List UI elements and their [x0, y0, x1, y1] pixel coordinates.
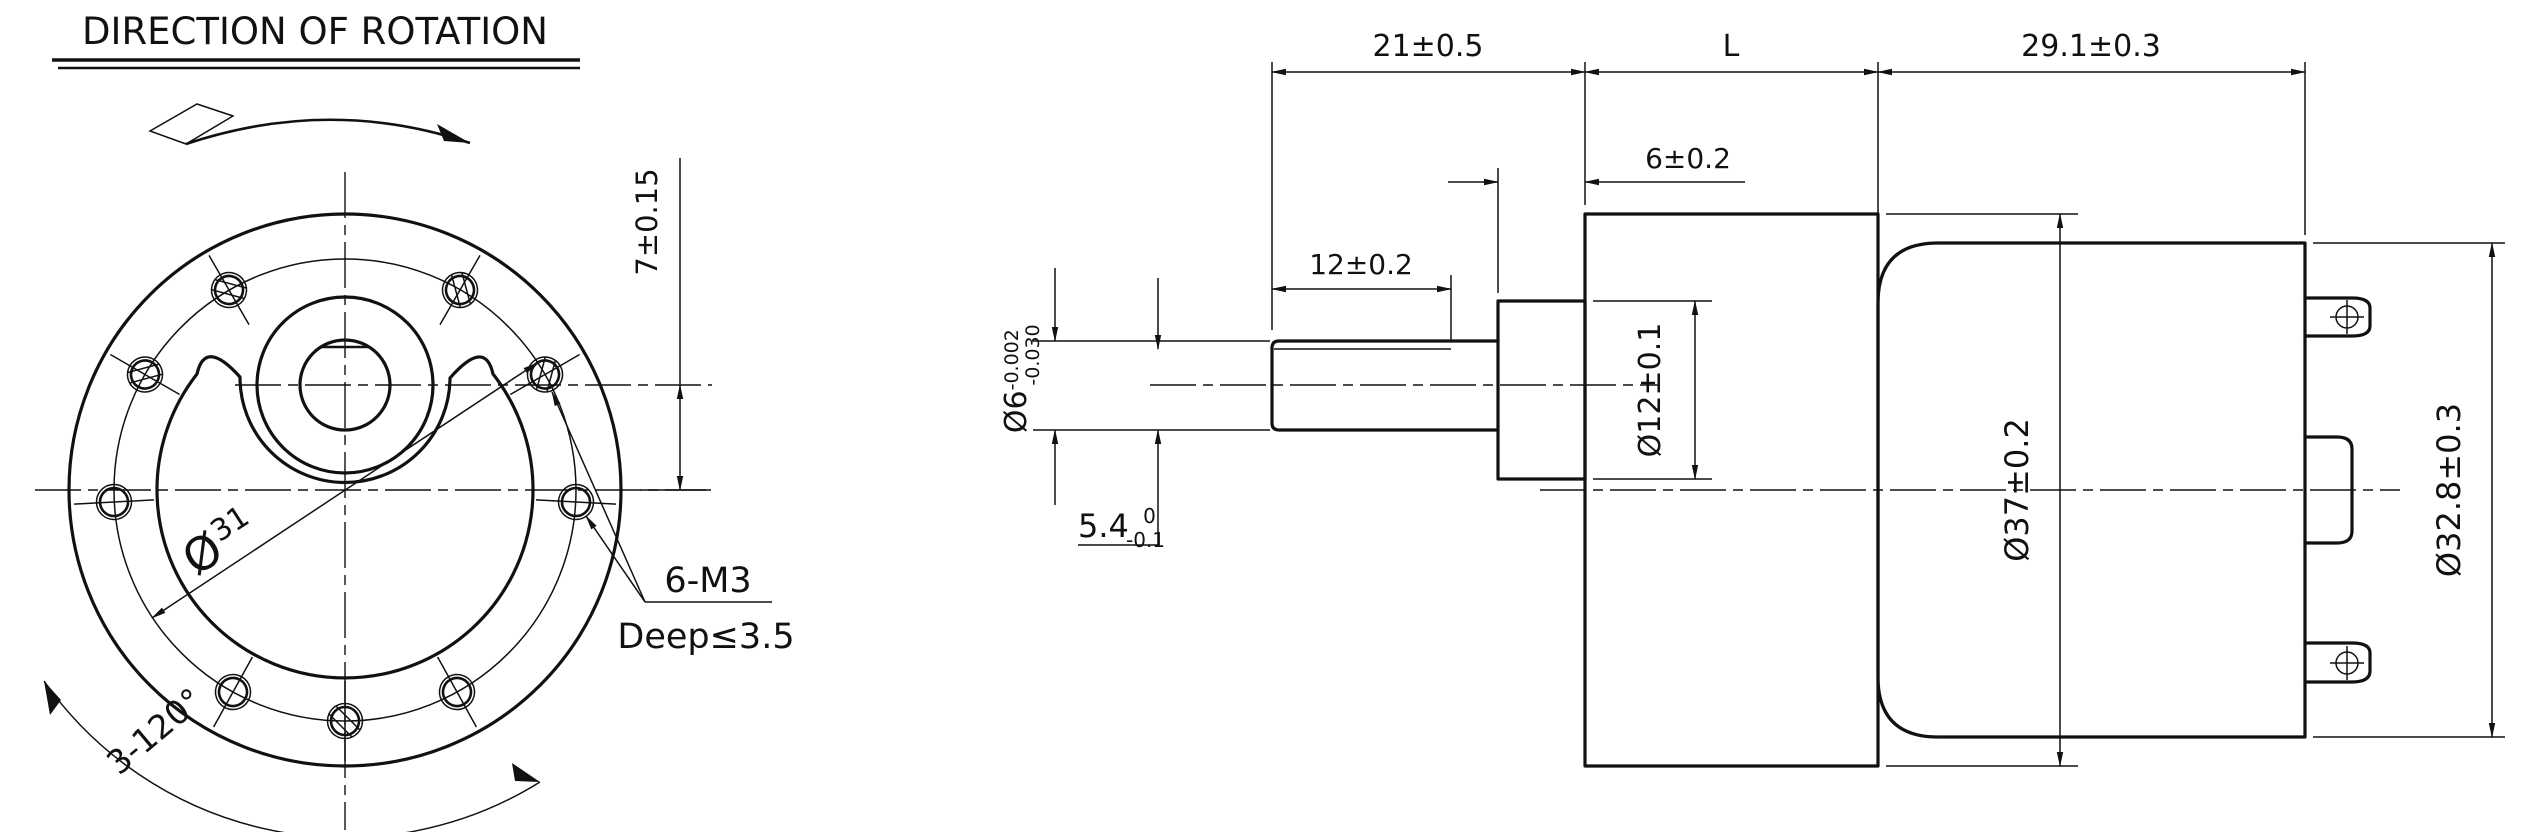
tapped-hole: [423, 245, 497, 335]
mounting-hole: [71, 481, 157, 523]
flat-length-label: 12±0.2: [1309, 248, 1413, 281]
front-view: Ø31 7±0.15 6-M3 Deep≤3.5 3-120°: [35, 158, 795, 832]
pattern-arc-arrowhead-end: [512, 763, 540, 782]
side-view: 21±0.5 L 29.1±0.3 6±0.2 12±0.2 Ø6 -0.002…: [991, 29, 2505, 768]
mounting-hole: [533, 481, 619, 523]
terminal-tab-bottom: [2303, 641, 2372, 684]
shaft-extension-label: 21±0.5: [1372, 29, 1483, 64]
rotation-arrow-arc: [185, 118, 471, 146]
output-shaft: [1270, 339, 1500, 432]
gearbox-dia-label: Ø37±0.2: [1998, 418, 2036, 562]
svg-text:Ø31: Ø31: [173, 499, 266, 586]
motor-dia-label: Ø32.8±0.3: [2430, 403, 2468, 577]
bolt-circle-dim-label: Ø31: [173, 499, 266, 586]
flat-height-lower-tol: -0.1: [1126, 528, 1165, 552]
shaft-dia-upper-tol: -0.002: [1001, 329, 1023, 390]
motor-length-label: 29.1±0.3: [2021, 29, 2161, 64]
terminal-tab-top: [2303, 296, 2372, 338]
tapped-hole: [192, 245, 266, 335]
svg-text:7±0.15: 7±0.15: [630, 168, 664, 275]
shaft-dia-base: Ø6: [999, 390, 1034, 433]
terminal-tab-middle: [2303, 435, 2354, 545]
rotation-direction-arrow: [148, 103, 471, 146]
svg-text:3-120°: 3-120°: [99, 680, 210, 782]
tapped-holes-label: 6-M3: [664, 561, 751, 601]
shaft-dia-label: Ø6 -0.002 -0.030: [991, 320, 1044, 434]
rotation-arrow-flag: [148, 103, 235, 145]
pattern-angle-arc: [43, 680, 541, 832]
flat-height-upper-tol: 0: [1143, 504, 1156, 528]
mounting-hole: [197, 647, 269, 737]
rotation-arrowhead-icon: [437, 124, 470, 143]
flange-outer-circle: [67, 212, 623, 768]
tapped-hole: [100, 338, 190, 411]
pattern-arc-arrowhead-start: [44, 681, 61, 715]
motor-body: [1876, 241, 2307, 739]
tapped-leader-1: [585, 515, 646, 603]
shaft-dia-lower-tol: -0.030: [1022, 324, 1044, 385]
flat-height-label: 5.4 0 -0.1: [1078, 493, 1166, 552]
gearbox-length-label: L: [1723, 29, 1740, 64]
tapped-hole: [500, 338, 590, 411]
title-block: DIRECTION OF ROTATION: [52, 10, 580, 70]
drawing-title: DIRECTION OF ROTATION: [82, 10, 548, 53]
shaft-boss: [1496, 299, 1587, 481]
boss-height-label: 6±0.2: [1645, 142, 1731, 175]
svg-text:Ø6 -0.002 -0.0: Ø6 -0.002 -0.030: [991, 320, 1044, 434]
pattern-angle-label: 3-120°: [99, 680, 210, 782]
tapped-depth-label: Deep≤3.5: [617, 617, 794, 657]
offset-dim-label: 7±0.15: [630, 168, 664, 275]
bolt-circle-dim-line: [151, 362, 538, 619]
mounting-hole: [421, 647, 493, 737]
boss-dia-label: Ø12±0.1: [1633, 323, 1668, 458]
svg-text:Ø32.8±0.3: Ø32.8±0.3: [2430, 403, 2468, 577]
flat-height-base: 5.4: [1078, 507, 1129, 545]
tapped-leader-2: [551, 391, 646, 603]
svg-text:Ø37±0.2: Ø37±0.2: [1998, 418, 2036, 562]
svg-text:Ø12±0.1: Ø12±0.1: [1633, 323, 1668, 458]
